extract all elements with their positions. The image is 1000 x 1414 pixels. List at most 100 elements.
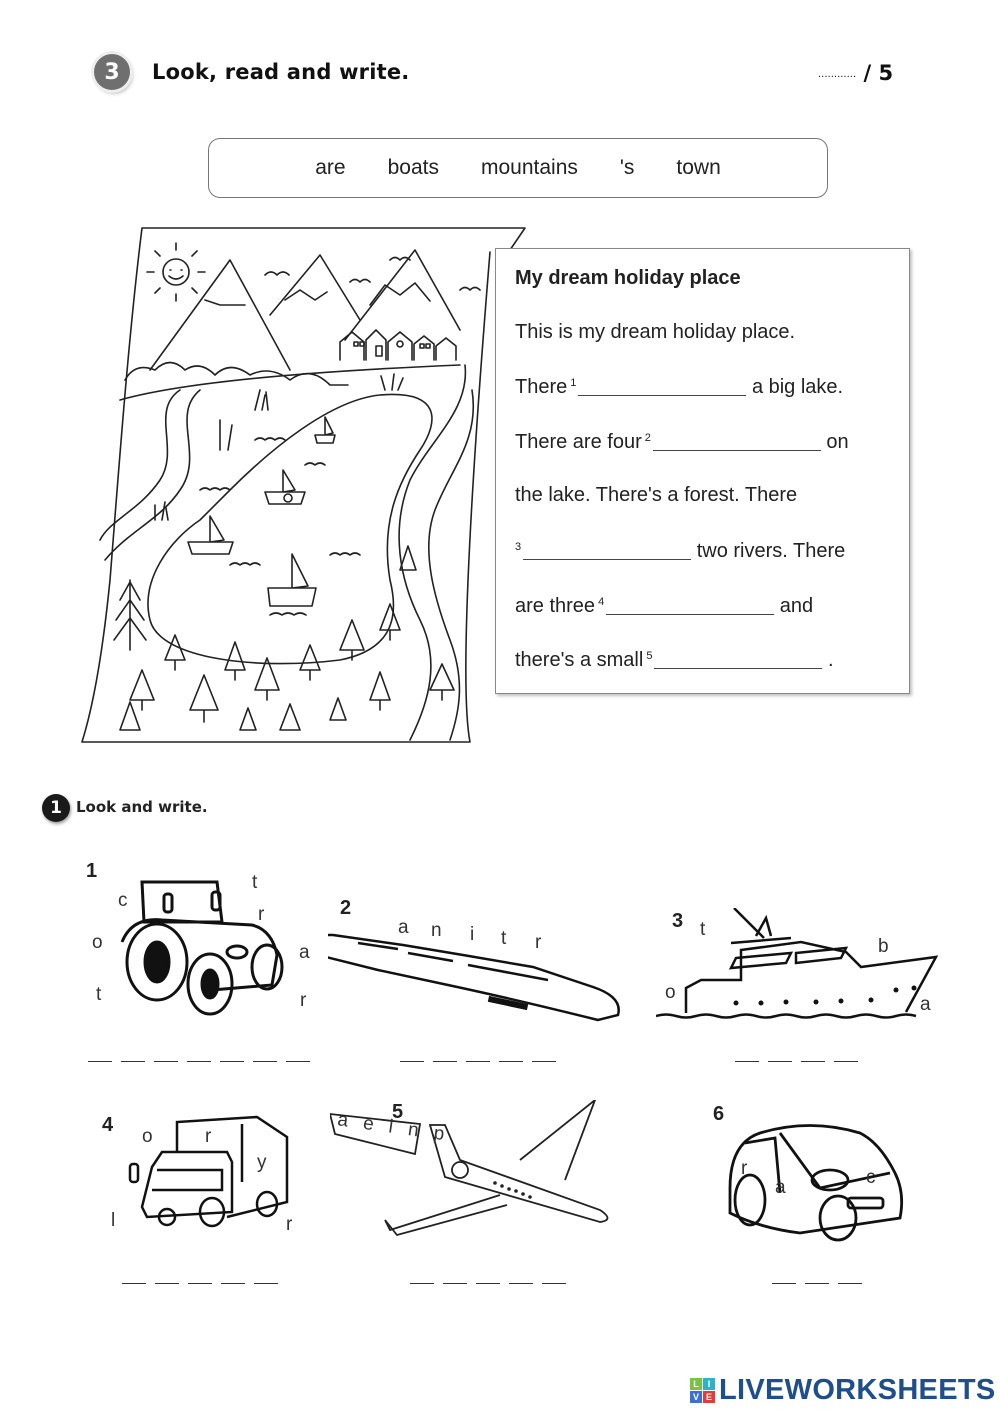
exercise-number: 3 [104, 59, 120, 85]
letter-tile: r [300, 990, 307, 1011]
answer-blank-2[interactable] [652, 430, 821, 451]
exercise-title: Look, read and write. [152, 60, 410, 84]
text-fragment: . [828, 649, 834, 671]
logo-text: LIVEWORKSHEETS [719, 1374, 996, 1406]
car-picture [728, 1124, 904, 1242]
yacht-picture [656, 908, 939, 1019]
train-picture [328, 933, 620, 1022]
boat-icon [267, 553, 317, 607]
gap-number: 1 [570, 377, 577, 389]
answer-blanks-2[interactable] [400, 1060, 556, 1062]
letter-tile: t [96, 984, 102, 1005]
letter-tile: a [299, 942, 310, 963]
word-bank-item[interactable]: mountains [480, 156, 578, 179]
letter-tile: o [142, 1126, 153, 1147]
exercise-number: 1 [50, 798, 62, 818]
tractor-picture [120, 880, 284, 1016]
boat-icon [314, 416, 336, 444]
letter-tile: r [741, 1158, 748, 1179]
sun-icon [146, 242, 206, 302]
logo-tile: I [703, 1378, 715, 1390]
text-fragment: on [826, 431, 849, 453]
logo-tile: V [690, 1391, 702, 1403]
gap-number: 4 [598, 596, 605, 608]
text-fragment: There [515, 376, 568, 398]
word-bank-item[interactable]: boats [387, 156, 439, 179]
dream-place-map-illustration [81, 227, 526, 743]
text-line: the lake. There's a forest. There [515, 484, 797, 507]
answer-blanks-4[interactable] [122, 1282, 278, 1284]
plane-picture [330, 1100, 609, 1237]
letter-tile: o [665, 982, 676, 1003]
gap-number: 2 [644, 432, 651, 444]
text-fragment: and [779, 595, 814, 617]
letter-tile: o [92, 932, 103, 953]
letter-tile: a [398, 917, 409, 938]
word-bank: are boats mountains 's town [208, 138, 828, 198]
score-dots: ............ [818, 69, 857, 80]
item-number: 2 [340, 897, 352, 919]
word-bank-item[interactable]: are [315, 156, 346, 179]
letter-tile: r [535, 932, 542, 953]
liveworksheets-logo: L I V E LIVEWORKSHEETS [690, 1374, 996, 1407]
boat-icon [187, 515, 234, 555]
score-total: / 5 [863, 61, 894, 85]
text-line: This is my dream holiday place. [515, 321, 795, 344]
letter-tile: r [258, 904, 265, 925]
letter-tile: i [470, 924, 475, 945]
letter-tile: r [286, 1214, 293, 1235]
item-number: 1 [86, 860, 98, 882]
letter-tile: y [257, 1152, 267, 1173]
lorry-picture [128, 1115, 289, 1228]
letter-tile: b [878, 936, 889, 957]
letter-tile: c [866, 1167, 876, 1188]
answer-blank-5[interactable] [654, 648, 823, 669]
exercise-number-badge: 1 [42, 794, 70, 822]
item-number: 5 [392, 1101, 404, 1123]
text-fragment: two rivers. There [696, 540, 846, 562]
letter-tile: t [700, 919, 706, 940]
logo-tiles-icon: L I V E [690, 1378, 715, 1403]
logo-tile: L [690, 1378, 702, 1390]
text-fragment: This is my dream holiday place. [515, 321, 796, 343]
answer-blanks-1[interactable] [88, 1060, 310, 1062]
letter-tile: a [775, 1177, 786, 1198]
letter-tile: t [252, 872, 258, 893]
letter-tile: t [501, 928, 507, 949]
text-heading: My dream holiday place [515, 267, 741, 289]
exercise-number-badge: 3 [94, 54, 130, 90]
text-fragment: there's a small [515, 649, 644, 671]
letter-tile: r [205, 1126, 212, 1147]
text-fragment: the lake. There's a forest. There [515, 484, 798, 506]
text-fragment: are three [515, 595, 596, 617]
answer-blanks-6[interactable] [772, 1282, 862, 1284]
item-number: 3 [672, 910, 684, 932]
letter-tile: l [111, 1210, 116, 1231]
letter-tile: n [431, 920, 442, 941]
answer-blank-3[interactable] [523, 539, 692, 560]
text-fragment: a big lake. [751, 376, 844, 398]
logo-tile: E [703, 1391, 715, 1403]
letter-tile: c [118, 890, 128, 911]
reading-text-box: My dream holiday place This is my dream … [495, 248, 910, 694]
town-icon [339, 329, 457, 361]
text-line: 3 two rivers. There [515, 539, 845, 563]
answer-blanks-3[interactable] [735, 1060, 858, 1062]
boat-icon [264, 469, 306, 505]
answer-blank-4[interactable] [606, 594, 775, 615]
word-bank-item[interactable]: town [676, 156, 721, 179]
letter-tile: a [920, 994, 931, 1015]
score-field: ............ / 5 [818, 61, 893, 85]
word-bank-item[interactable]: 's [619, 156, 635, 179]
item-number: 6 [713, 1103, 725, 1125]
answer-blanks-5[interactable] [410, 1282, 566, 1284]
gap-number: 3 [515, 541, 522, 553]
gap-number: 5 [646, 650, 653, 662]
exercise-title: Look and write. [76, 798, 208, 816]
forest-icon [113, 545, 455, 731]
answer-blank-1[interactable] [578, 375, 747, 396]
